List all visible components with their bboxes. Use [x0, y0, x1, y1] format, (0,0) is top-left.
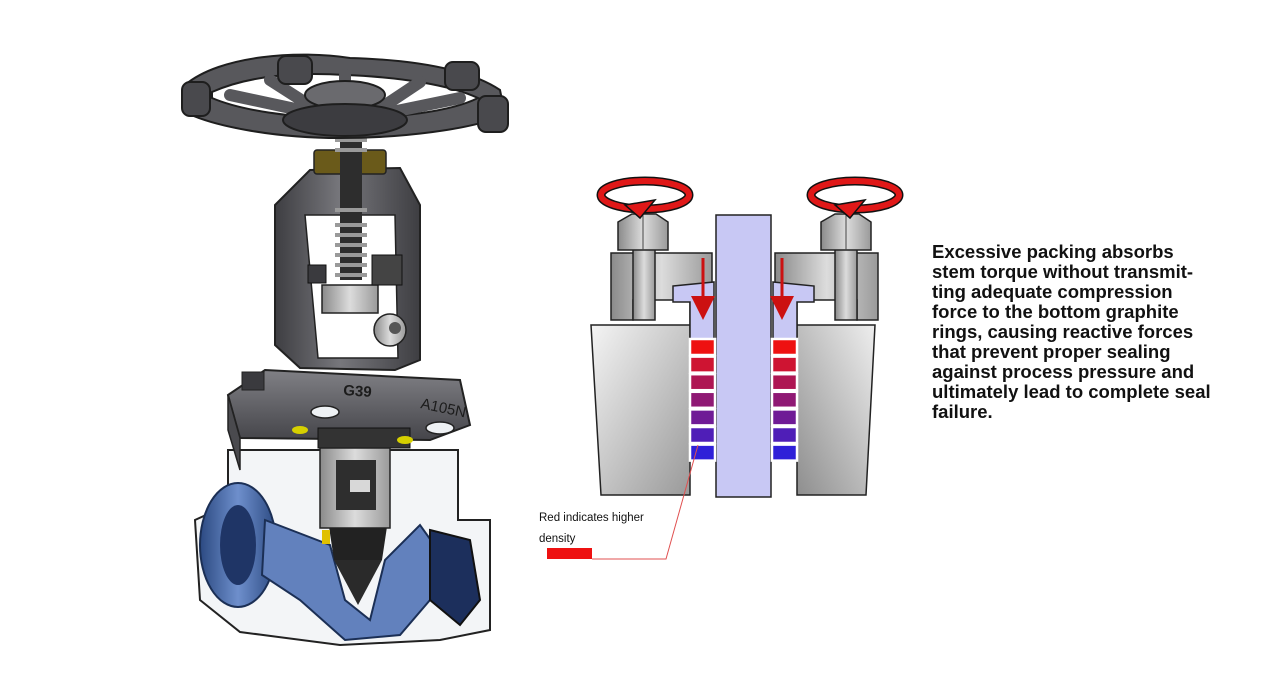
description-line: failure. — [932, 401, 993, 422]
rotation-arrow-right-icon — [806, 176, 904, 220]
packing-ring — [688, 408, 717, 427]
stuffing-box-left — [590, 324, 691, 496]
density-legend-text: Red indicates higher density — [539, 508, 679, 550]
stem-spring — [335, 130, 367, 280]
description-line: force to the bottom graphite — [932, 301, 1179, 322]
description-line: rings, causing reactive forces — [932, 321, 1194, 342]
body-mark-g39: G39 — [343, 382, 372, 401]
gland-bolt-right — [820, 213, 872, 321]
packing-rings-right — [770, 337, 799, 462]
packing-ring — [770, 337, 799, 357]
right-pipe-bore — [429, 528, 482, 627]
packing-ring — [688, 355, 717, 374]
globe-valve-cutaway: G39 A105N — [181, 53, 509, 647]
packing-ring — [770, 425, 799, 445]
description-line: stem torque without transmit- — [932, 261, 1194, 282]
packing-ring — [770, 390, 799, 410]
legend-leader-line — [592, 444, 699, 560]
valve-disc — [328, 520, 388, 560]
valve-stem — [715, 214, 772, 498]
legend-line-2: density — [539, 533, 576, 545]
gland-bolt-left — [617, 213, 669, 321]
stuffing-box-right — [796, 324, 876, 496]
failure-description: Excessive packing absorbs stem torque wi… — [932, 242, 1262, 422]
packing-ring — [770, 372, 799, 392]
handwheel — [181, 53, 509, 140]
description-line: against process pressure and — [932, 361, 1195, 382]
legend-line-1: Red indicates higher — [539, 512, 644, 524]
packing-ring — [770, 355, 799, 374]
packing-ring — [770, 408, 799, 427]
packing-ring — [688, 425, 717, 445]
density-legend-swatch — [547, 548, 592, 559]
description-line: Excessive packing absorbs — [932, 241, 1174, 262]
packing-cross-section — [547, 176, 904, 560]
packing-ring — [770, 443, 799, 462]
description-line: ultimately lead to complete seal — [932, 381, 1211, 402]
packing-ring — [688, 390, 717, 410]
packing-ring — [688, 443, 717, 462]
packing-ring — [688, 337, 717, 357]
gland-follower — [317, 427, 411, 449]
description-line: that prevent proper sealing — [932, 341, 1171, 362]
description-line: ting adequate compression — [932, 281, 1173, 302]
packing-rings-left — [688, 337, 717, 462]
packing-ring — [688, 372, 717, 392]
rotation-arrow-left-icon — [596, 176, 694, 220]
